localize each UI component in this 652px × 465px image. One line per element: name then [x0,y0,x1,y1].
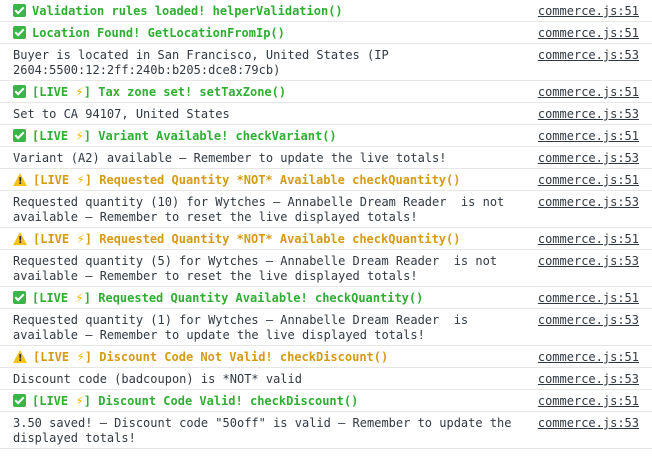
console-message-text: [LIVE ⚡] Requested Quantity *NOT* Availa… [0,173,652,189]
console-message-text: [LIVE ⚡] Requested Quantity Available! c… [0,291,652,306]
message-text-end: ] Requested Quantity *NOT* Available che… [84,173,461,187]
message-text-start: Validation rules loaded! helperValidatio… [32,4,343,18]
check-icon [13,291,26,304]
message-text-start: [LIVE [32,85,76,99]
message-text-end: ] Tax zone set! setTaxZone() [83,85,287,99]
source-file-link[interactable]: commerce.js:51 [537,232,639,246]
message-text-end: ] Requested Quantity *NOT* Available che… [84,232,461,246]
source-file-link[interactable]: commerce.js:51 [537,129,639,143]
source-file-link[interactable]: commerce.js:53 [537,151,639,165]
check-icon [13,394,26,407]
console-message-text: [LIVE ⚡] Discount Code Not Valid! checkD… [0,350,652,366]
console-message-text: Requested quantity (10) for Wytches – An… [0,195,652,225]
console-message-row: Requested quantity (10) for Wytches – An… [0,191,652,228]
source-file-link[interactable]: commerce.js:53 [537,372,639,386]
message-text-start: [LIVE [32,291,76,305]
message-text-start: [LIVE [33,350,77,364]
source-file-link[interactable]: commerce.js:53 [537,254,639,268]
message-text-start: Set to CA 94107, United States [13,107,230,121]
message-text-start: Discount code (badcoupon) is *NOT* valid [13,372,302,386]
lightning-bolt-icon: ⚡ [75,291,84,305]
console-message-text: Variant (A2) available – Remember to upd… [0,151,652,166]
console-message-row: Set to CA 94107, United States commerce.j… [0,103,652,125]
message-text-start: 3.50 saved! – Discount code "50off" is v… [13,416,519,445]
source-file-link[interactable]: commerce.js:51 [537,4,639,18]
lightning-bolt-icon: ⚡ [75,394,84,408]
source-file-link[interactable]: commerce.js:51 [537,173,639,187]
console-message-text: Discount code (badcoupon) is *NOT* valid [0,372,652,387]
source-file-link[interactable]: commerce.js:51 [537,85,639,99]
check-icon [13,129,26,142]
warning-icon [13,232,27,248]
console-message-text: [LIVE ⚡] Requested Quantity *NOT* Availa… [0,232,652,248]
console-message-row: [LIVE ⚡] Discount Code Not Valid! checkD… [0,346,652,368]
console-message-text: Requested quantity (5) for Wytches – Ann… [0,254,652,284]
message-text-start: Requested quantity (1) for Wytches – Ann… [13,313,476,342]
console-message-row: [LIVE ⚡] Tax zone set! setTaxZone()comme… [0,81,652,103]
source-file-link[interactable]: commerce.js:53 [537,195,639,209]
message-text-start: Requested quantity (10) for Wytches – An… [13,195,512,224]
source-file-link[interactable]: commerce.js:53 [537,416,639,430]
message-text-start: [LIVE [32,129,76,143]
message-text-start: [LIVE [33,173,77,187]
message-text-start: Requested quantity (5) for Wytches – Ann… [13,254,505,283]
console-message-row: Variant (A2) available – Remember to upd… [0,147,652,169]
check-icon [13,4,26,17]
console-message-text: [LIVE ⚡] Discount Code Valid! checkDisco… [0,394,652,409]
console-message-row: Requested quantity (5) for Wytches – Ann… [0,250,652,287]
message-text-start: Buyer is located in San Francisco, Unite… [13,48,396,77]
console-message-text: [LIVE ⚡] Variant Available! checkVariant… [0,129,652,144]
check-icon [13,85,26,98]
source-file-link[interactable]: commerce.js:53 [537,313,639,327]
message-text-end: ] Discount Code Valid! checkDiscount() [83,394,359,408]
console-log-panel: Validation rules loaded! helperValidatio… [0,0,652,449]
warning-icon [13,350,27,366]
message-text-start: [LIVE [33,232,77,246]
console-message-row: [LIVE ⚡] Requested Quantity *NOT* Availa… [0,169,652,191]
warning-icon [13,173,27,189]
console-message-text: 3.50 saved! – Discount code "50off" is v… [0,416,652,446]
console-message-text: [LIVE ⚡] Tax zone set! setTaxZone() [0,85,652,100]
console-message-text: Buyer is located in San Francisco, Unite… [0,48,652,78]
console-message-text: Location Found! GetLocationFromIp() [0,26,652,41]
console-message-row: Discount code (badcoupon) is *NOT* valid… [0,368,652,390]
message-text-end: ] Requested Quantity Available! checkQua… [83,291,424,305]
console-message-row: [LIVE ⚡] Requested Quantity Available! c… [0,287,652,309]
message-text-end: ] Variant Available! checkVariant() [83,129,337,143]
console-message-row: Buyer is located in San Francisco, Unite… [0,44,652,81]
console-message-row: Requested quantity (1) for Wytches – Ann… [0,309,652,346]
lightning-bolt-icon: ⚡ [76,350,85,364]
console-message-row: 3.50 saved! – Discount code "50off" is v… [0,412,652,449]
console-message-row: [LIVE ⚡] Requested Quantity *NOT* Availa… [0,228,652,250]
lightning-bolt-icon: ⚡ [75,85,84,99]
lightning-bolt-icon: ⚡ [76,173,85,187]
message-text-start: Variant (A2) available – Remember to upd… [13,151,447,165]
source-file-link[interactable]: commerce.js:51 [537,26,639,40]
console-message-text: Requested quantity (1) for Wytches – Ann… [0,313,652,343]
check-icon [13,26,26,39]
console-message-row: Validation rules loaded! helperValidatio… [0,0,652,22]
message-text-end: ] Discount Code Not Valid! checkDiscount… [84,350,389,364]
console-message-text: Validation rules loaded! helperValidatio… [0,4,652,19]
console-message-row: [LIVE ⚡] Variant Available! checkVariant… [0,125,652,147]
message-text-start: [LIVE [32,394,76,408]
console-message-text: Set to CA 94107, United States [0,107,652,122]
console-message-row: Location Found! GetLocationFromIp() comme… [0,22,652,44]
source-file-link[interactable]: commerce.js:53 [537,107,639,121]
source-file-link[interactable]: commerce.js:51 [537,394,639,408]
message-text-start: Location Found! GetLocationFromIp() [32,26,285,40]
source-file-link[interactable]: commerce.js:51 [537,350,639,364]
console-message-row: [LIVE ⚡] Discount Code Valid! checkDisco… [0,390,652,412]
lightning-bolt-icon: ⚡ [75,129,84,143]
lightning-bolt-icon: ⚡ [76,232,85,246]
source-file-link[interactable]: commerce.js:53 [537,48,639,62]
source-file-link[interactable]: commerce.js:51 [537,291,639,305]
